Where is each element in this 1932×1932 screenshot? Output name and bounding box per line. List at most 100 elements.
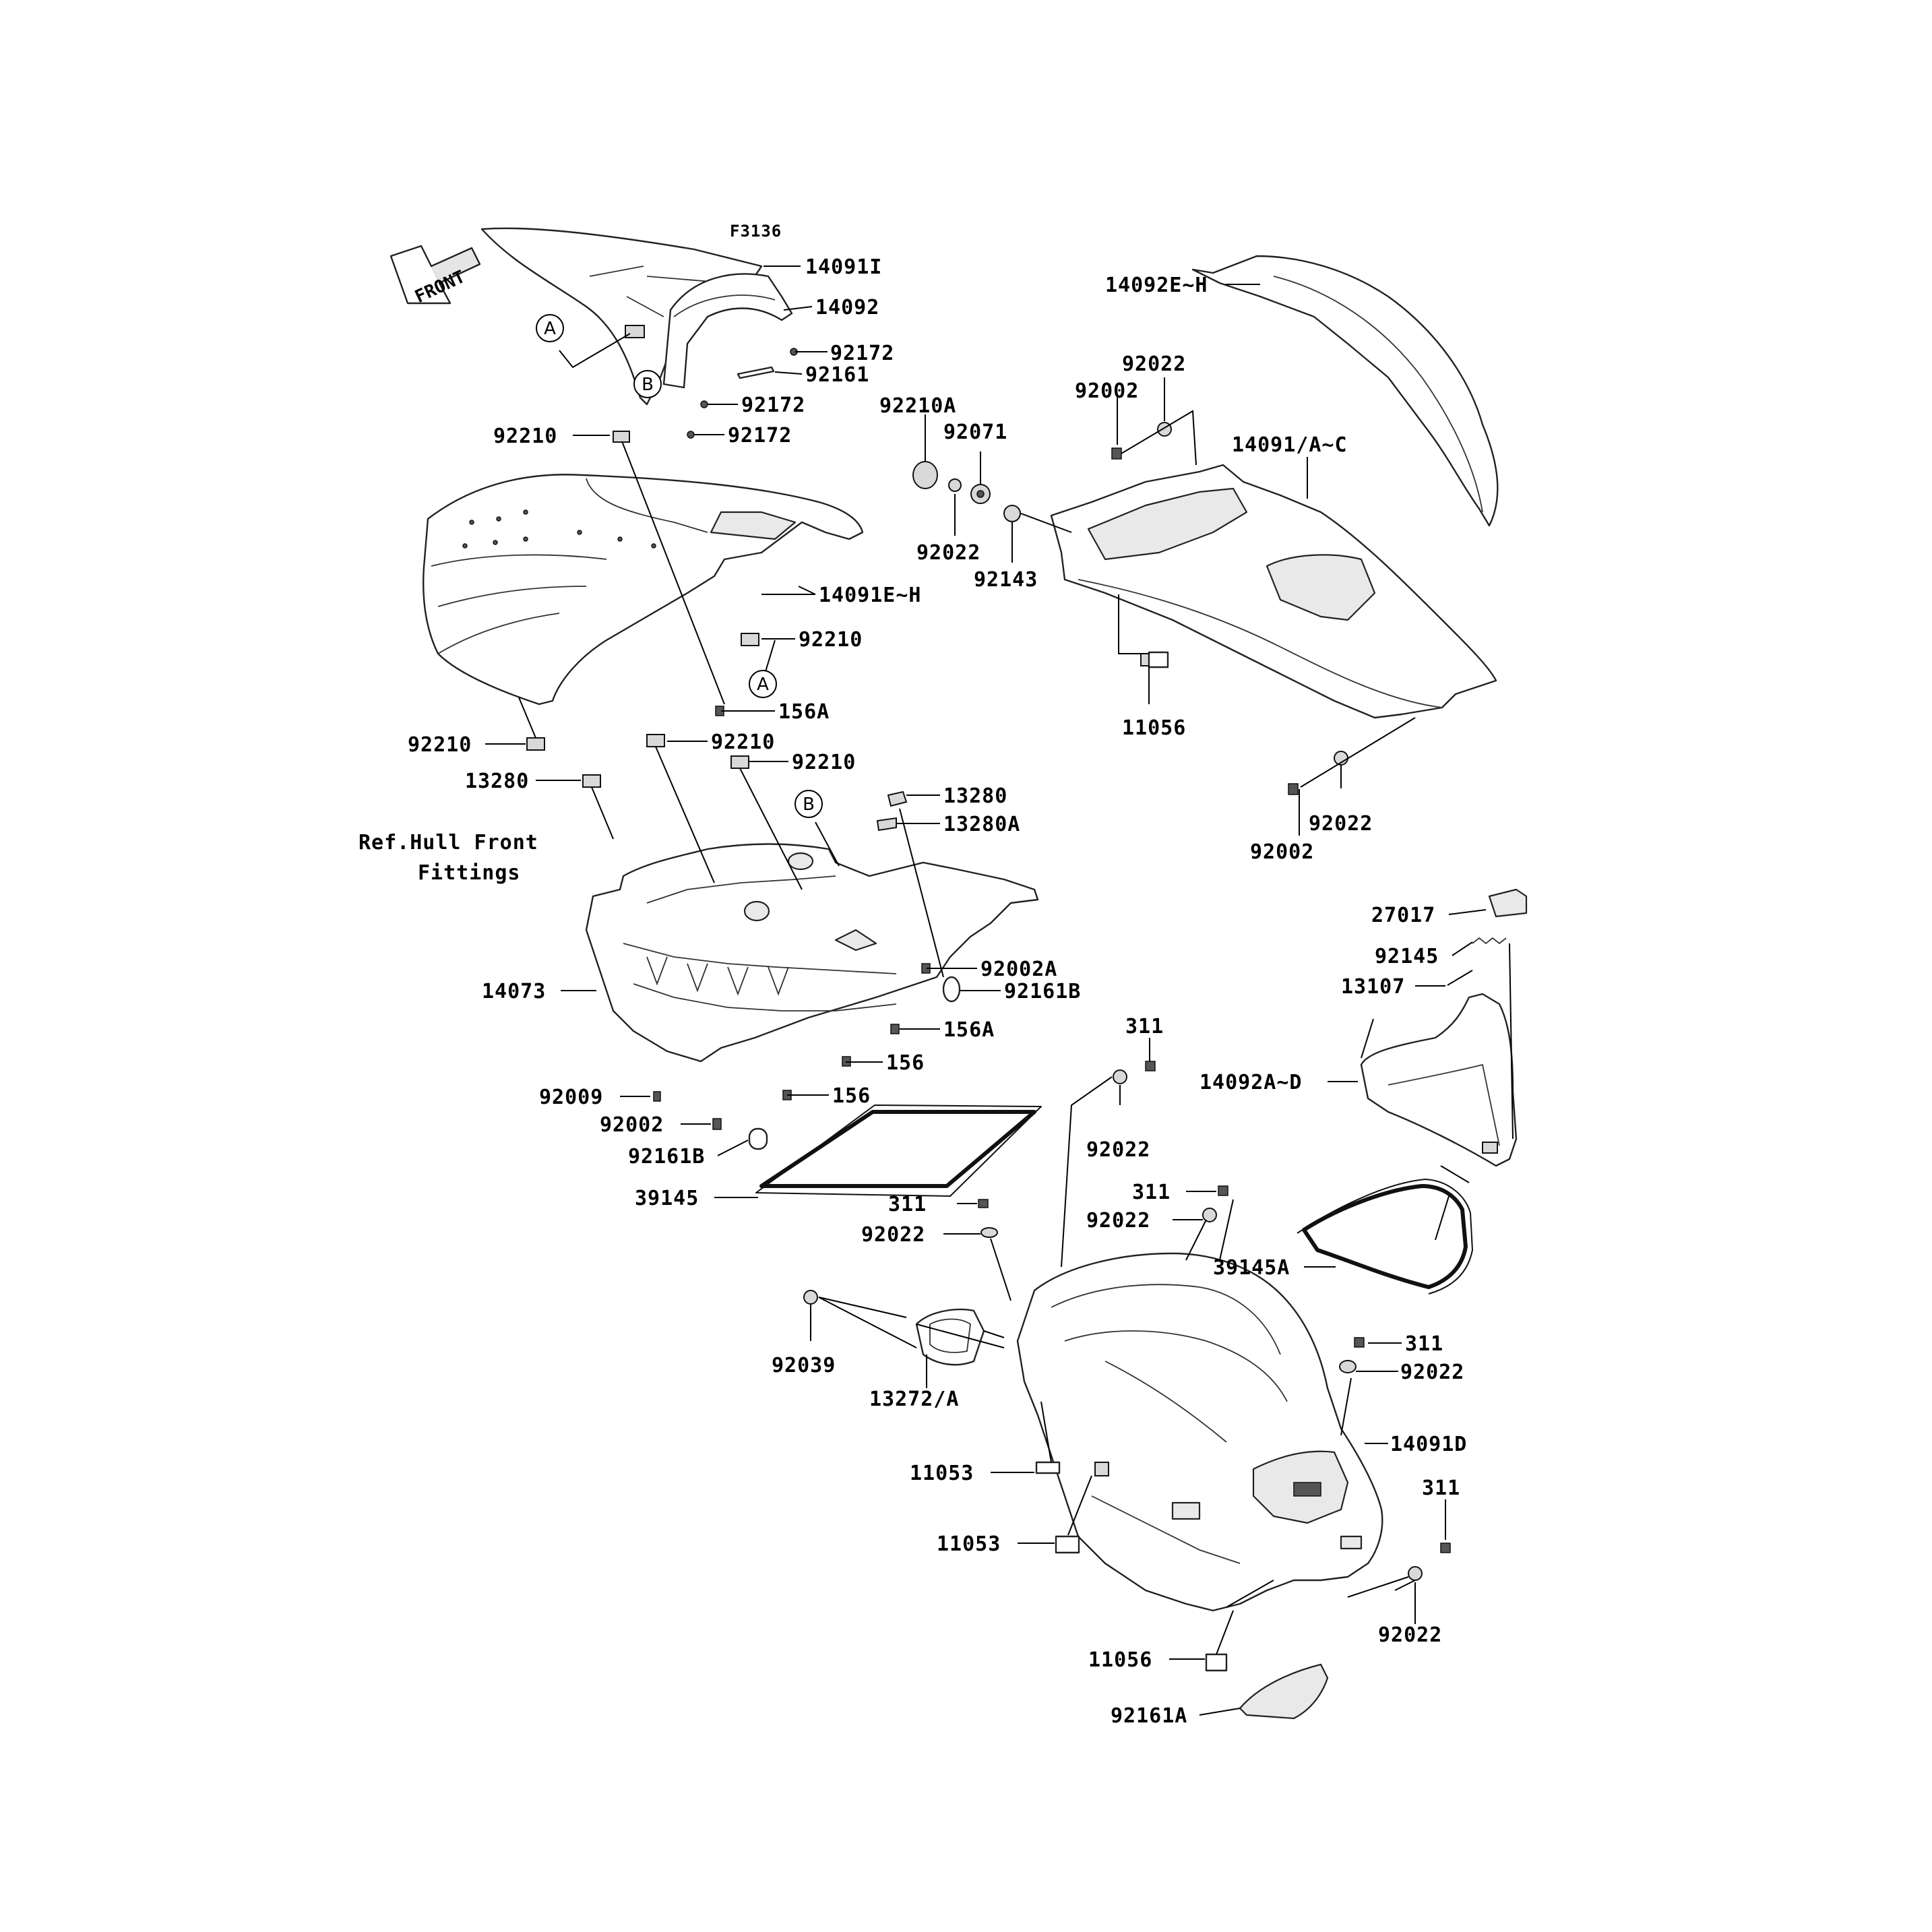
label-14091i: 14091I	[805, 255, 882, 279]
part-14091-a-c-side-cover	[1050, 464, 1497, 719]
part-92161b-bumper-a	[942, 976, 961, 1003]
bolt-92002-top	[1111, 447, 1122, 460]
part-39145-seal	[755, 1104, 1042, 1197]
label-156-b: 156	[832, 1084, 871, 1108]
part-92145-spring	[1472, 937, 1507, 945]
part-14092-bracket	[662, 273, 793, 389]
label-92210a: 92210A	[879, 394, 956, 418]
nut-311-b	[1218, 1185, 1228, 1196]
bolt-92002-lower-left	[712, 1118, 722, 1130]
clip-92210-center-a	[646, 734, 665, 747]
front-arrow-icon: FRONT	[389, 245, 481, 307]
part-39145a-seal	[1297, 1179, 1473, 1295]
label-92002-lower-left: 92002	[600, 1113, 664, 1137]
clip-92210-center-right	[741, 633, 759, 646]
nut-311-c	[978, 1199, 989, 1208]
label-92039: 92039	[772, 1354, 836, 1377]
part-labels: 14091I 14092 92172 92161 92172 92172 922…	[408, 255, 1466, 1728]
part-14091i-cover	[480, 227, 763, 406]
part-14091e-h-deck-cover	[422, 474, 864, 706]
screw-92009	[653, 1091, 661, 1102]
nut-311-e	[1440, 1543, 1451, 1553]
label-92161b-a: 92161B	[1004, 980, 1081, 1003]
label-92022-top: 92022	[1122, 352, 1186, 376]
marker-a-upper: A	[536, 314, 564, 342]
label-39145: 39145	[635, 1187, 699, 1210]
label-13272-a: 13272/A	[869, 1388, 959, 1411]
bracket-13280a	[876, 817, 897, 832]
label-92022-a: 92022	[1086, 1138, 1150, 1162]
label-92161: 92161	[805, 363, 869, 387]
part-11053-clip-b	[1055, 1535, 1080, 1554]
label-311-e: 311	[1422, 1476, 1460, 1500]
label-92210-left-b: 13280	[465, 770, 529, 793]
label-311-a: 311	[1125, 1015, 1164, 1038]
label-13280: 13280	[943, 784, 1007, 808]
ref-note-line-1: Ref.Hull Front	[359, 831, 538, 854]
label-14092a-d: 14092A~D	[1199, 1071, 1303, 1094]
part-13107-pin	[1447, 970, 1473, 986]
label-92071: 92071	[943, 420, 1007, 444]
washer-92022-b	[1202, 1208, 1217, 1222]
label-11053-b: 11053	[937, 1532, 1001, 1556]
label-92161b-b: 92161B	[628, 1145, 705, 1168]
clip-92210-left-b	[582, 774, 601, 788]
label-311-b: 311	[1132, 1181, 1171, 1204]
part-14092a-d-rear-cover	[1360, 993, 1518, 1167]
label-156-a: 156	[886, 1051, 925, 1075]
washer-92022-e	[1408, 1566, 1423, 1581]
nut-92071	[970, 484, 991, 504]
svg-text:B: B	[642, 375, 654, 395]
label-92161a: 92161A	[1111, 1704, 1187, 1728]
clip-92210-left-a	[526, 737, 545, 751]
part-92161a-pad	[1239, 1663, 1329, 1720]
nut-311-d	[1354, 1337, 1365, 1348]
label-92210-center-b: 92210	[792, 751, 856, 774]
part-14092e-h-cover	[1191, 255, 1499, 527]
label-39145a: 39145A	[1213, 1256, 1290, 1280]
label-92002-top: 92002	[1075, 379, 1139, 403]
label-11056-upper: 11056	[1122, 716, 1186, 740]
plug-92210a	[912, 461, 938, 489]
label-92002-right: 92002	[1250, 840, 1314, 864]
washer-92022-d	[1339, 1360, 1357, 1373]
bracket-13280	[887, 790, 908, 807]
label-311-d: 311	[1405, 1332, 1443, 1356]
ref-note-line-2: Fittings	[418, 861, 521, 885]
marker-b-lower: B	[794, 790, 823, 818]
clip-92210-center-b	[730, 755, 749, 769]
label-92210-top: 92210	[493, 425, 557, 448]
label-27017: 27017	[1371, 904, 1435, 927]
label-92022-b: 92022	[1086, 1209, 1150, 1233]
label-92022-mid: 92022	[916, 541, 980, 565]
label-14092: 14092	[815, 296, 879, 319]
label-92002a: 92002A	[980, 958, 1057, 981]
nut-311-a	[1145, 1061, 1156, 1071]
part-11056-clip-lower	[1205, 1653, 1228, 1672]
label-14073: 14073	[482, 980, 546, 1003]
svg-text:B: B	[803, 794, 815, 815]
label-156a-lower: 156A	[943, 1018, 995, 1042]
screw-156a-lower	[890, 1024, 900, 1034]
svg-text:A: A	[757, 675, 769, 695]
label-92210-center-a: 92210	[711, 730, 775, 754]
diagram-code: F3136	[730, 222, 782, 241]
part-27017-pad	[1488, 888, 1528, 918]
part-11056-clip-upper	[1148, 651, 1169, 668]
label-92009: 92009	[539, 1086, 603, 1109]
label-92210-center-right: 92210	[799, 628, 863, 652]
marker-b-upper: B	[633, 370, 662, 398]
label-92022-d: 92022	[1400, 1361, 1464, 1384]
part-14073-front-structure	[585, 843, 1039, 1063]
label-14091-a-c: 14091/A~C	[1232, 433, 1348, 457]
label-92172-b: 92172	[741, 394, 805, 417]
label-92022-c: 92022	[861, 1223, 925, 1247]
clip-92210-top	[613, 431, 630, 443]
label-92172-a: 92172	[830, 342, 894, 365]
label-92022-right: 92022	[1309, 812, 1373, 836]
washer-92022-mid	[948, 478, 962, 492]
grommet-92143	[1003, 505, 1021, 522]
label-11056-lower: 11056	[1088, 1648, 1152, 1672]
screw-92172-b	[700, 400, 708, 408]
